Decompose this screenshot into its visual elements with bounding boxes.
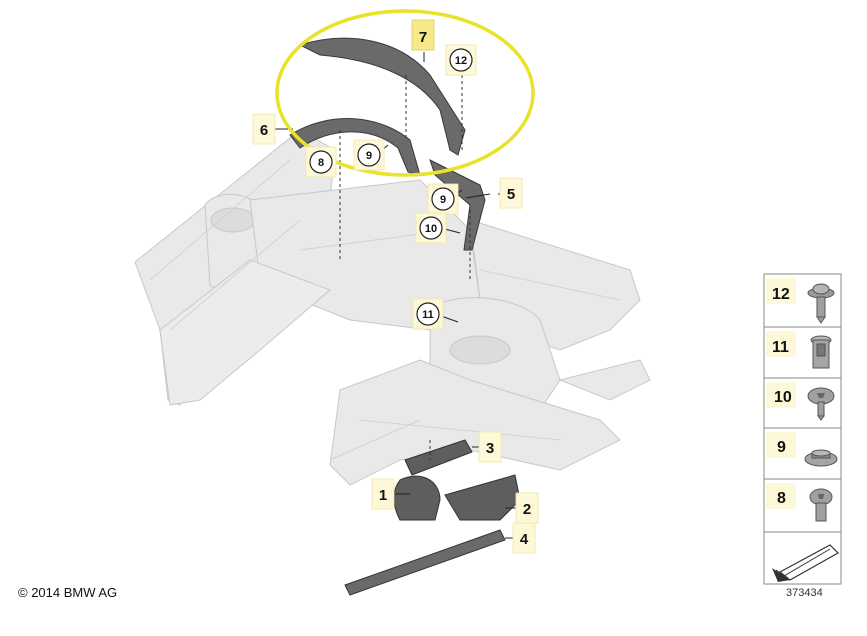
callout-10[interactable]: 10 [415,212,447,244]
diagram-id: 373434 [786,587,823,599]
callout-8-label: 8 [318,157,324,169]
screw-flange-icon [807,283,835,324]
callout-9-upper-label: 9 [366,150,372,162]
callout-10-label: 10 [425,223,437,235]
legend-row-12-label: 12 [772,286,790,303]
callout-1[interactable]: 1 [371,478,395,510]
legend-row-8[interactable]: 8 [766,483,833,522]
callout-4[interactable]: 4 [512,522,536,554]
callout-4-label: 4 [520,531,529,548]
assembly-lines [339,75,471,460]
callout-7-label: 7 [419,29,427,46]
callout-9-lower[interactable]: 9 [427,183,459,215]
legend-row-12[interactable]: 12 [766,278,835,324]
legend-row-10-label: 10 [774,389,792,406]
part-7-upper-arc [298,37,466,156]
highlight-ellipse [275,9,535,177]
legend-row-11[interactable]: 11 [766,331,832,369]
rivet-nut-icon [810,335,832,369]
callout-1-label: 1 [379,487,387,504]
legend-row-9-label: 9 [777,439,786,456]
callout-11[interactable]: 11 [412,298,444,330]
legend-row-11-label: 11 [772,339,789,356]
part-5-bracket [429,159,486,251]
callout-2[interactable]: 2 [515,492,539,524]
part-1-panel [393,475,441,521]
collar-screw-icon [809,488,833,522]
callout-5-label: 5 [507,186,515,203]
callout-2-label: 2 [523,501,531,518]
callout-12-label: 12 [455,55,467,67]
callout-5[interactable]: 5 [499,177,523,209]
callout-6-label: 6 [260,122,268,139]
callout-8[interactable]: 8 [305,146,337,178]
part-4-strip [344,529,506,596]
callout-3-label: 3 [486,440,494,457]
legend-row-10[interactable]: 10 [766,382,835,421]
torx-screw-icon [807,387,835,421]
fastener-legend: 12 11 10 [763,273,842,585]
callout-9-upper[interactable]: 9 [353,139,385,171]
callout-11-label: 11 [422,309,434,321]
legend-row-9[interactable]: 9 [766,432,838,467]
part-2-panel [444,474,521,521]
callout-9-lower-label: 9 [440,194,446,206]
flange-nut-icon [804,449,838,467]
callout-7[interactable]: 7 [411,19,435,51]
copyright-text: © 2014 BMW AG [18,585,118,600]
part-3-bracket [404,439,473,476]
callout-3[interactable]: 3 [478,431,502,463]
callout-6[interactable]: 6 [252,113,276,145]
legend-row-8-label: 8 [777,490,786,507]
callout-12[interactable]: 12 [445,44,477,76]
body-shell-details [149,159,621,461]
direction-arrow-icon [772,544,839,582]
